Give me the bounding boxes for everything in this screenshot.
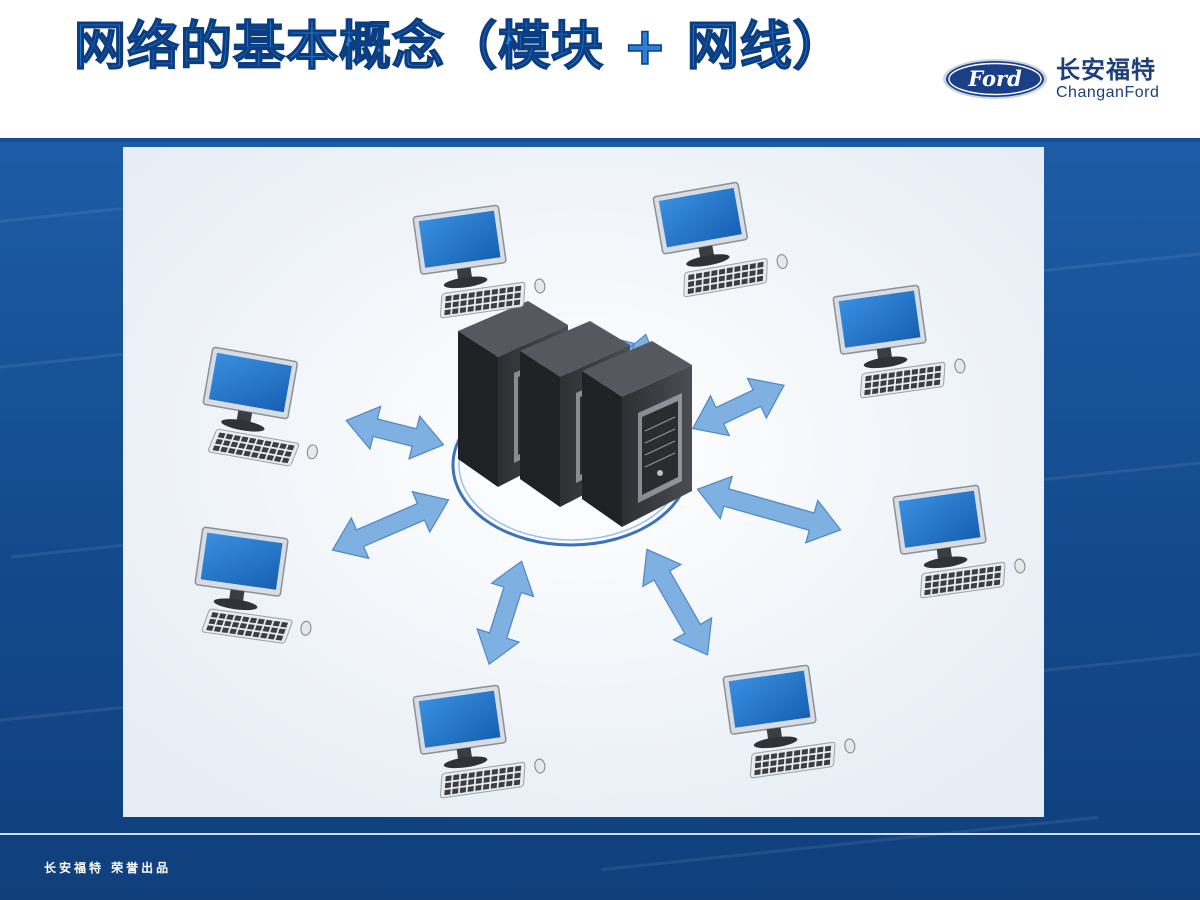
- keyboard: [439, 281, 526, 319]
- keyboard: [749, 741, 836, 779]
- mouse: [534, 758, 546, 774]
- slide-footer: 长安福特 荣誉出品: [44, 861, 172, 875]
- workstation: [194, 526, 312, 644]
- slide-header: 网络的基本概念（模块 + 网线） Ford 长安福特 ChanganFord: [0, 0, 1200, 138]
- network-diagram-image: [123, 147, 1044, 817]
- mouse: [776, 254, 788, 269]
- keyboard: [919, 561, 1006, 599]
- workstation: [412, 684, 546, 799]
- ford-oval-icon: Ford: [943, 59, 1047, 99]
- workstation: [722, 664, 856, 779]
- bidirectional-arrow: [691, 377, 785, 437]
- monitor-screen: [838, 290, 921, 348]
- workstation: [652, 181, 788, 298]
- mouse: [844, 738, 856, 754]
- mouse: [1014, 558, 1026, 574]
- keyboard: [859, 361, 946, 399]
- bidirectional-arrow: [345, 405, 445, 460]
- mouse: [306, 444, 318, 460]
- keyboard: [683, 258, 768, 298]
- bidirectional-arrow: [696, 475, 842, 544]
- workstation: [832, 284, 966, 399]
- footer-divider: [0, 833, 1200, 835]
- bidirectional-arrow: [476, 560, 535, 666]
- slide-title: 网络的基本概念（模块 + 网线）: [73, 16, 846, 78]
- brand-name-english: ChanganFord: [1056, 84, 1160, 101]
- network-illustration: [123, 147, 1044, 817]
- server-cluster: [458, 301, 692, 527]
- changan-ford-logo: Ford 长安福特 ChanganFord: [942, 56, 1182, 106]
- keyboard: [208, 428, 300, 467]
- monitor-screen: [728, 670, 811, 728]
- workstations: [194, 181, 1026, 799]
- monitor-screen: [898, 490, 981, 548]
- keyboard: [439, 761, 526, 799]
- mouse: [534, 278, 546, 294]
- monitor-screen: [418, 690, 501, 748]
- bidirectional-arrow: [331, 490, 450, 560]
- workstation: [412, 204, 546, 319]
- bidirectional-arrow: [642, 548, 713, 656]
- workstation: [892, 484, 1026, 599]
- mouse: [300, 620, 312, 636]
- brand-name-chinese: 长安福特: [1056, 56, 1156, 84]
- monitor-screen: [658, 187, 742, 248]
- workstation: [202, 346, 318, 467]
- keyboard: [201, 608, 293, 644]
- mouse: [954, 358, 966, 374]
- monitor-screen: [200, 532, 283, 590]
- monitor-screen: [418, 210, 501, 268]
- monitor-screen: [208, 352, 292, 413]
- server-tower: [582, 341, 692, 527]
- ford-wordmark: Ford: [967, 66, 1022, 91]
- header-divider: [0, 138, 1200, 142]
